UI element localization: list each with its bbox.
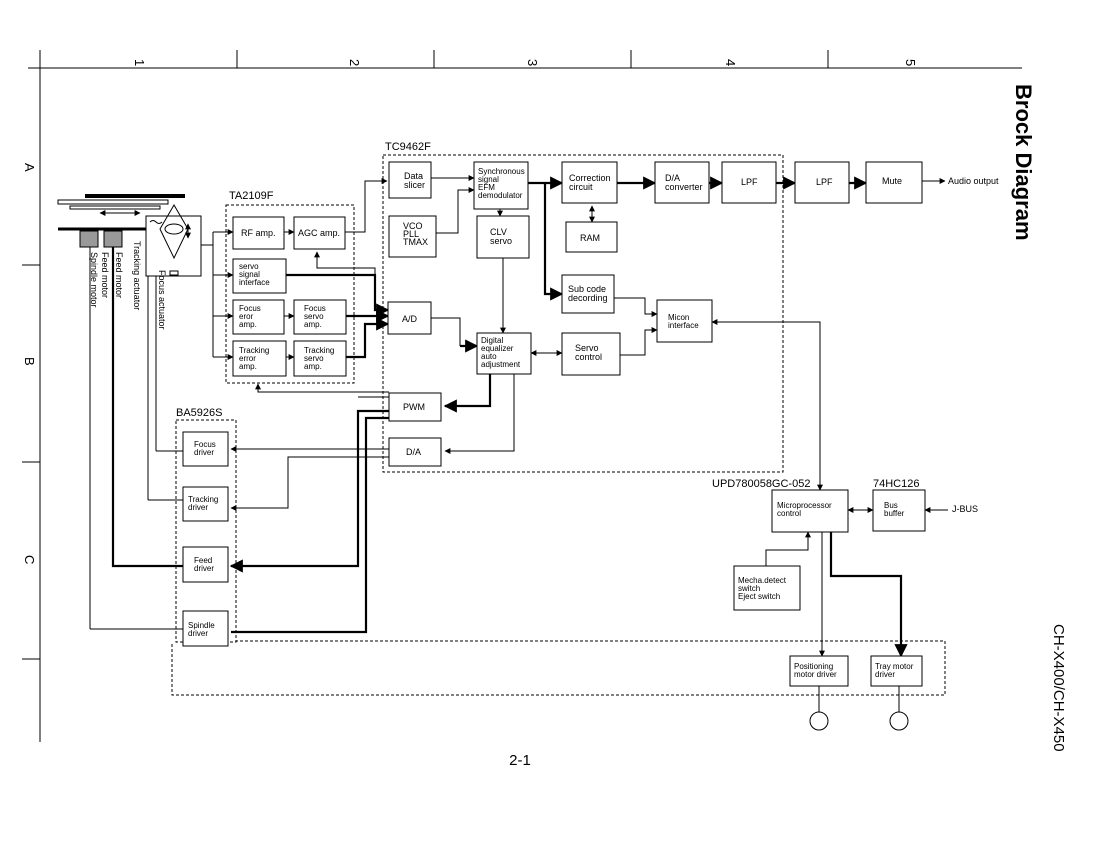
tracking-actuator-label: Tracking actuator bbox=[132, 241, 142, 310]
model-label: CH-X400/CH-X450 bbox=[1050, 624, 1080, 774]
j-bus-label: J-BUS bbox=[952, 504, 978, 514]
tc9462f-label: TC9462F bbox=[385, 141, 431, 153]
ram-block: RAM bbox=[580, 233, 600, 243]
focus-actuator-label: Focus actuator bbox=[157, 270, 167, 330]
signal-lines bbox=[89, 175, 948, 713]
vco-pll-block: VCO PLL TMAX bbox=[403, 221, 428, 247]
focus-servo-amp-block: Focus servo amp. bbox=[304, 304, 328, 329]
grid-column-labels: 1 2 3 4 5 bbox=[132, 59, 918, 66]
clv-servo-block: CLV servo bbox=[490, 227, 512, 246]
micon-interface-block: Micon interface bbox=[668, 313, 699, 330]
spindle-driver-block: Spindle driver bbox=[188, 621, 217, 638]
page-title-text: Brock Diagram bbox=[1011, 84, 1036, 241]
agc-amp-block: AGC amp. bbox=[298, 228, 340, 238]
page-title: Brock Diagram bbox=[1010, 84, 1050, 284]
focus-driver-block: Focus driver bbox=[194, 440, 218, 457]
page-number: 2-1 bbox=[509, 752, 531, 769]
tray-motor-driver-block: Tray motor driver bbox=[875, 662, 916, 679]
data-slicer-block: Data slicer bbox=[404, 171, 426, 190]
lpf-block-1: LPF bbox=[741, 177, 758, 187]
servo-signal-interface-block: servo signal interface bbox=[239, 262, 270, 287]
audio-output-label: Audio output bbox=[948, 176, 999, 186]
lpf-block-2: LPF bbox=[816, 177, 833, 187]
grid-row-c: C bbox=[22, 555, 37, 564]
da-block: D/A bbox=[406, 447, 421, 457]
sync-demodulator-block: Synchronous signal EFM demodulator bbox=[478, 167, 527, 200]
tracking-driver-block: Tracking driver bbox=[188, 495, 221, 512]
model-label-text: CH-X400/CH-X450 bbox=[1050, 624, 1067, 752]
block-shapes bbox=[182, 161, 926, 731]
positioning-motor-driver-block: Positioning motor driver bbox=[794, 662, 837, 679]
grid-row-b: B bbox=[22, 357, 37, 366]
feed-motor-label-2: Feed motor bbox=[100, 252, 110, 298]
motor-section-outline bbox=[171, 640, 946, 696]
tracking-error-amp-block: Tracking error amp. bbox=[239, 346, 272, 371]
feed-motor-label: Feed motor bbox=[114, 252, 124, 298]
rf-amp-block: RF amp. bbox=[241, 228, 276, 238]
mute-block: Mute bbox=[882, 176, 902, 186]
da-converter-block: D/A converter bbox=[665, 173, 703, 192]
digital-equalizer-block: Digital equalizer auto adjustment bbox=[481, 336, 521, 369]
grid-col-5: 5 bbox=[903, 59, 918, 66]
ad-block: A/D bbox=[402, 314, 418, 324]
grid-col-4: 4 bbox=[723, 59, 738, 66]
ta2109f-outline bbox=[225, 204, 355, 384]
bus-lines bbox=[111, 176, 946, 658]
tracking-servo-amp-block: Tracking servo amp. bbox=[304, 346, 337, 371]
grid-frame bbox=[22, 50, 1022, 742]
upd780058-label: UPD780058GC-052 bbox=[712, 478, 810, 490]
feed-driver-block: Feed driver bbox=[194, 556, 214, 573]
optical-pickup-mechanism bbox=[57, 194, 202, 277]
mecha-detect-switch-block: Mecha.detect switch Eject switch bbox=[738, 576, 788, 601]
focus-error-amp-block: Focus eror amp. bbox=[239, 304, 263, 329]
grid-col-2: 2 bbox=[347, 59, 362, 66]
74hc126-label: 74HC126 bbox=[873, 478, 919, 490]
grid-row-labels: A B C bbox=[22, 163, 37, 564]
ta2109f-label: TA2109F bbox=[229, 190, 274, 202]
microprocessor-control-block: Microprocessor control bbox=[777, 501, 834, 518]
spindle-motor-label: Spindle motor bbox=[89, 252, 99, 308]
grid-col-1: 1 bbox=[132, 59, 147, 66]
grid-row-a: A bbox=[22, 163, 37, 172]
correction-circuit-block: Correction circuit bbox=[569, 173, 613, 192]
servo-control-block: Servo control bbox=[575, 343, 602, 362]
ba5926s-label: BA5926S bbox=[176, 407, 222, 419]
pwm-block: PWM bbox=[403, 402, 425, 412]
grid-col-3: 3 bbox=[525, 59, 540, 66]
bus-buffer-block: Bus buffer bbox=[884, 501, 905, 518]
subcode-decoding-block: Sub code decording bbox=[568, 284, 609, 303]
